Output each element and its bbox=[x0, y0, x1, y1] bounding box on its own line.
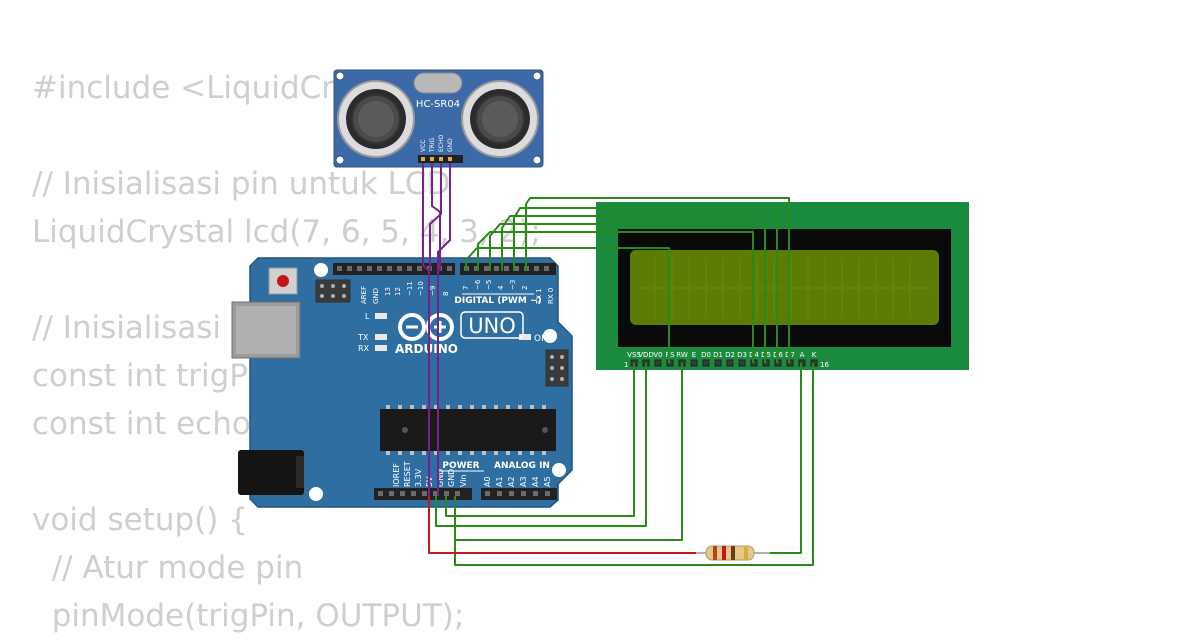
wire-d2-d7 bbox=[525, 197, 790, 271]
analog-pin-a3-label: A3 bbox=[519, 476, 528, 487]
lcd-pin-d2-label: D2 bbox=[725, 351, 735, 359]
led-rx bbox=[375, 345, 387, 351]
wire-sensor-gnd bbox=[437, 163, 451, 496]
board-model-label: UNO bbox=[468, 314, 516, 338]
code-line: void setup() { bbox=[32, 502, 248, 538]
power-header-label: POWER bbox=[442, 461, 479, 471]
led-tx bbox=[375, 334, 387, 340]
wire-lcd-rw-gnd bbox=[454, 363, 683, 541]
wire-sensor-trig bbox=[431, 163, 441, 271]
digital-pin-8-label: 8 bbox=[442, 292, 450, 296]
lcd-pin-first-number: 1 bbox=[624, 361, 628, 369]
sensor-pin-gnd-label: GND bbox=[447, 138, 454, 152]
digital-pin-6-label: ~6 bbox=[474, 279, 482, 290]
resistor[interactable] bbox=[696, 545, 770, 561]
led-rx-label: RX bbox=[358, 344, 370, 353]
sensor-pin-header bbox=[418, 155, 463, 163]
digital-pin-13-label: 13 bbox=[384, 287, 392, 296]
code-line: pinMode(trigPin, OUTPUT); bbox=[32, 598, 465, 634]
digital-pin-10-label: ~10 bbox=[417, 281, 425, 296]
gnd-top-label: GND bbox=[372, 288, 380, 304]
sensor-pin-vcc-label: VCC bbox=[420, 140, 427, 152]
digital-pin-5-label: ~5 bbox=[485, 280, 493, 290]
digital-pin-rx-label: RX 0 bbox=[547, 288, 555, 304]
wire-d4-d5 bbox=[501, 215, 778, 363]
atmega-chip bbox=[380, 405, 556, 455]
wires bbox=[422, 163, 814, 566]
lcd-pin-d0-label: D0 bbox=[701, 351, 711, 359]
digital-pin-9-label: ~9 bbox=[429, 286, 437, 296]
arduino-uno-board[interactable]: AREF GND 13 12 ~11 ~10 ~9 8 7 ~6 ~5 4 ~3… bbox=[231, 257, 573, 508]
power-pin-gnd1-label: GND bbox=[436, 469, 445, 487]
lcd-pin-rs-label: RS bbox=[665, 351, 675, 359]
digital-pin-tx-label: TX 1 bbox=[535, 288, 543, 305]
lcd-pin-vss-label: VSS bbox=[627, 351, 641, 359]
right-transducer bbox=[461, 80, 539, 158]
lcd-character-grid bbox=[640, 258, 930, 318]
wire-sensor-vcc bbox=[422, 163, 430, 496]
led-l-label: L bbox=[365, 312, 370, 321]
lcd-pin-rw-label: RW bbox=[676, 351, 688, 359]
lcd-pin-d3-label: D3 bbox=[737, 351, 747, 359]
led-on bbox=[519, 334, 531, 340]
lcd-pin-vdd-label: VDD bbox=[638, 351, 654, 359]
analog-pin-a5-label: A5 bbox=[543, 476, 552, 487]
lcd-pin-d1-label: D1 bbox=[713, 351, 723, 359]
sensor-pin-trig-label: TRIG bbox=[429, 137, 436, 153]
wire-sensor-echo bbox=[429, 163, 442, 271]
analog-header-label: ANALOG IN bbox=[494, 461, 550, 471]
wire-lcd-a-resistor bbox=[770, 363, 802, 554]
digital-pin-7-label: 7 bbox=[462, 286, 470, 290]
lcd-16x2-module[interactable]: VSS VDD V0 RS RW E D0 D1 D2 D3 D4 D5 D6 … bbox=[596, 202, 969, 370]
left-transducer bbox=[337, 80, 415, 158]
digital-header-label: DIGITAL (PWM ~) bbox=[454, 296, 541, 306]
code-line: // Inisialisasi pin untuk LCD bbox=[32, 166, 451, 202]
analog-pin-a0-label: A0 bbox=[483, 476, 492, 487]
sensor-pin-labels: VCC TRIG ECHO GND bbox=[420, 135, 454, 153]
board-brand-label: ARDUINO bbox=[395, 342, 458, 356]
led-l bbox=[375, 313, 387, 319]
power-pin-ioref-label: IOREF bbox=[392, 463, 401, 487]
code-line: LiquidCrystal lcd(7, 6, 5, 4, 3, 2); bbox=[32, 214, 541, 250]
digital-pin-4-label: 4 bbox=[497, 285, 505, 290]
digital-pin-2-label: 2 bbox=[521, 286, 529, 290]
power-pin-3v3-label: 3.3V bbox=[414, 468, 423, 487]
led-tx-label: TX bbox=[357, 333, 369, 342]
wire-lcd-vss-gnd bbox=[445, 363, 635, 517]
wire-lcd-vdd-5v bbox=[435, 363, 647, 527]
analog-pin-a2-label: A2 bbox=[507, 476, 516, 487]
digital-pin-labels: AREF GND 13 12 ~11 ~10 ~9 8 7 ~6 ~5 4 ~3… bbox=[360, 279, 555, 305]
lcd-pin-e-label: E bbox=[692, 351, 696, 359]
lcd-pin-d4-label: D4 bbox=[749, 351, 759, 359]
wire-d6-e bbox=[477, 231, 754, 363]
sensor-model-label: HC-SR04 bbox=[416, 99, 460, 110]
aref-label: AREF bbox=[360, 286, 368, 304]
lcd-pin-last-number: 16 bbox=[820, 361, 829, 369]
lcd-pin-labels: VSS VDD V0 RS RW E D0 D1 D2 D3 D4 D5 D6 … bbox=[624, 351, 829, 369]
sensor-pin-echo-label: ECHO bbox=[438, 135, 445, 152]
power-pin-vin-label: Vin bbox=[459, 474, 468, 487]
power-pin-reset-label: RESET bbox=[403, 461, 412, 487]
lcd-pin-a-label: A bbox=[800, 351, 805, 359]
wire-d5-d4 bbox=[489, 223, 766, 363]
hc-sr04-sensor[interactable]: HC-SR04 VCC TRIG ECHO GND bbox=[333, 69, 544, 168]
lcd-pin-k-label: K bbox=[812, 351, 817, 359]
analog-pin-a1-label: A1 bbox=[495, 476, 504, 487]
digital-pin-3-label: ~3 bbox=[509, 280, 517, 290]
digital-pin-11-label: ~11 bbox=[406, 281, 414, 296]
analog-pin-a4-label: A4 bbox=[531, 476, 540, 487]
wire-d3-d6 bbox=[513, 207, 790, 363]
digital-pin-12-label: 12 bbox=[394, 287, 402, 296]
led-on-label: ON bbox=[534, 334, 548, 344]
code-line: // Atur mode pin bbox=[32, 550, 304, 586]
lcd-pin-d6-label: D6 bbox=[773, 351, 783, 359]
power-pin-gnd2-label: GND bbox=[447, 469, 456, 487]
lcd-pin-v0-label: V0 bbox=[653, 351, 662, 359]
wire-5v-resistor bbox=[428, 496, 696, 554]
